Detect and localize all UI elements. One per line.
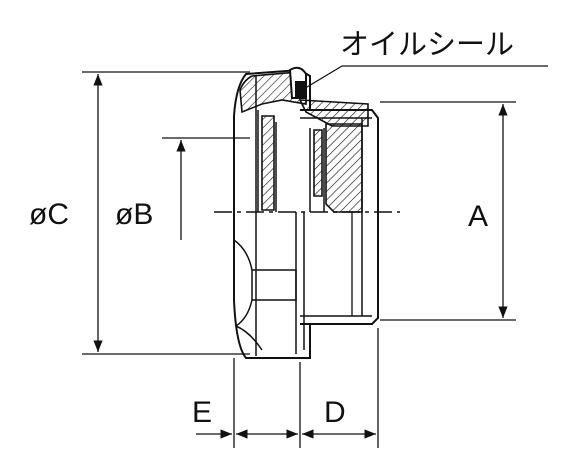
seal-leader [301,65,548,91]
dim-c-label: øC [29,198,69,231]
dimension-a [380,101,516,321]
fitting-body [233,68,379,359]
insert-section [325,123,363,213]
dimension-b [162,137,250,240]
oil-seal [288,66,307,99]
dimension-c [82,71,250,355]
dimension-e-d [196,328,379,448]
dim-b-label: øB [115,198,153,231]
seal-ring-section [313,129,323,197]
sleeve-section [261,115,275,211]
nut-section [239,71,307,114]
section-hatching [239,71,369,213]
dim-d-label: D [324,396,346,429]
dim-a-label: A [468,200,488,233]
seal-label: オイルシール [340,27,514,61]
dim-e-label: E [192,396,212,429]
